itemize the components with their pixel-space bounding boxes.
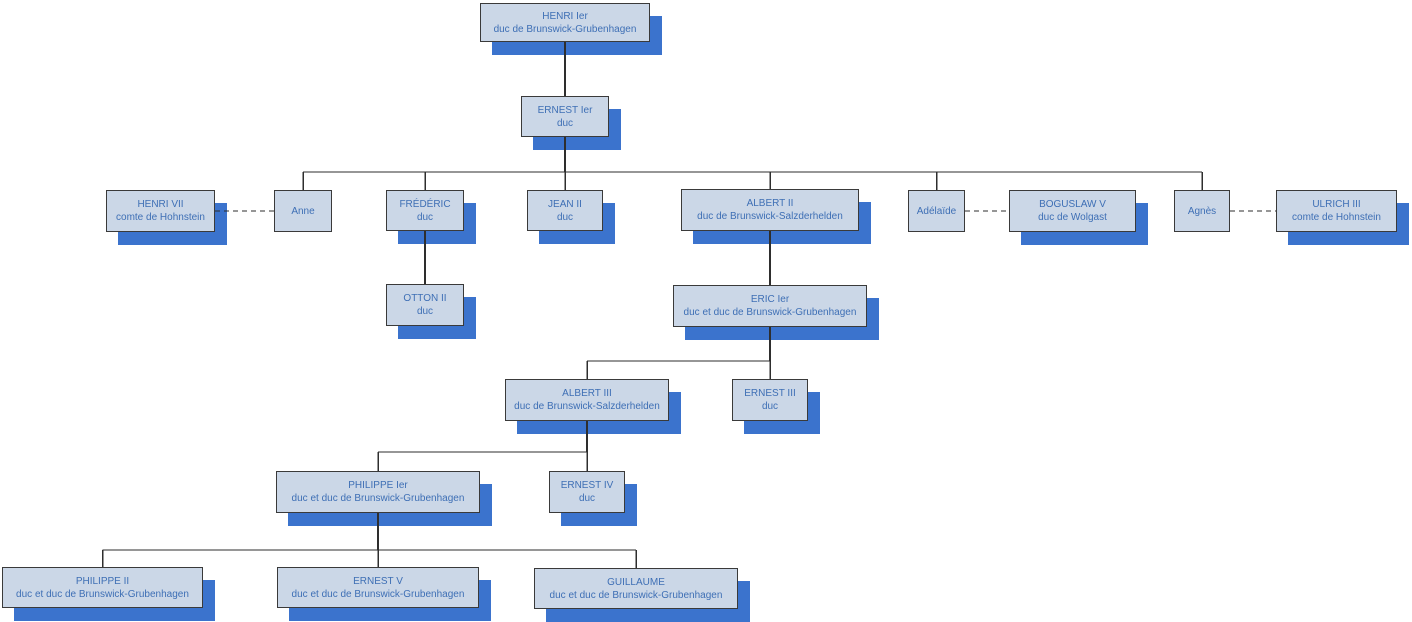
person-title: duc — [556, 211, 574, 223]
person-name: OTTON II — [403, 293, 447, 304]
person-name: PHILIPPE Ier — [348, 480, 408, 491]
node-anne: Anne — [274, 190, 332, 232]
person-title: duc et duc de Brunswick-Grubenhagen — [683, 307, 857, 318]
person-title: duc et duc de Brunswick-Grubenhagen — [16, 588, 189, 600]
node-henri7: HENRI VII comte de Hohnstein — [106, 190, 215, 232]
person-name: ERNEST Ier — [537, 104, 593, 116]
person-name: ERNEST IV — [560, 480, 614, 491]
node-agnes: Agnès — [1174, 190, 1230, 232]
node-adelaide: Adélaïde — [908, 190, 965, 232]
person-name: HENRI Ier — [542, 10, 588, 22]
person-name: Adélaïde — [916, 205, 957, 217]
person-title: comte de Hohnstein — [116, 212, 205, 223]
person-name: FRÉDÉRIC — [399, 198, 451, 210]
person-name: ALBERT III — [562, 388, 612, 399]
person-name: PHILIPPE II — [75, 575, 130, 587]
node-albert2: ALBERT II duc de Brunswick-Salzderhelden — [681, 189, 859, 231]
person-name: ERNEST V — [353, 575, 403, 587]
person-title: duc de Brunswick-Salzderhelden — [514, 401, 660, 412]
node-ernest3: ERNEST III duc — [732, 379, 808, 421]
person-title: duc — [416, 306, 434, 317]
person-name: GUILLAUME — [607, 576, 665, 588]
node-ulrich3: ULRICH III comte de Hohnstein — [1276, 190, 1397, 232]
person-name: ULRICH III — [1312, 199, 1361, 210]
node-otton2: OTTON II duc — [386, 284, 464, 326]
person-title: comte de Hohnstein — [1292, 212, 1381, 223]
person-title: duc — [578, 493, 596, 504]
person-name: ERNEST III — [744, 388, 796, 399]
person-name: BOGUSLAW V — [1039, 199, 1106, 210]
node-ernest4: ERNEST IV duc — [549, 471, 625, 513]
person-name: JEAN II — [548, 198, 582, 210]
person-name: ALBERT II — [746, 198, 794, 209]
person-title: duc — [761, 401, 779, 412]
person-title: duc — [416, 211, 434, 223]
person-title: duc — [556, 117, 574, 129]
node-albert3: ALBERT III duc de Brunswick-Salzderhelden — [505, 379, 669, 421]
person-name: Anne — [291, 205, 315, 217]
person-title: duc de Brunswick-Salzderhelden — [697, 211, 843, 222]
node-philippe1: PHILIPPE Ier duc et duc de Brunswick-Grub… — [276, 471, 480, 513]
person-title: duc et duc de Brunswick-Grubenhagen — [291, 588, 465, 600]
person-title: duc et duc de Brunswick-Grubenhagen — [291, 493, 465, 504]
person-title: duc de Wolgast — [1038, 212, 1107, 223]
person-name: HENRI VII — [137, 199, 184, 210]
person-title: duc et duc de Brunswick-Grubenhagen — [549, 589, 723, 601]
node-eric1: ERIC Ier duc et duc de Brunswick-Grubenha… — [673, 285, 867, 327]
person-title: duc de Brunswick-Grubenhagen — [493, 23, 637, 35]
person-name: Agnès — [1187, 205, 1217, 217]
person-name: ERIC Ier — [750, 294, 790, 305]
node-boguslaw: BOGUSLAW V duc de Wolgast — [1009, 190, 1136, 232]
